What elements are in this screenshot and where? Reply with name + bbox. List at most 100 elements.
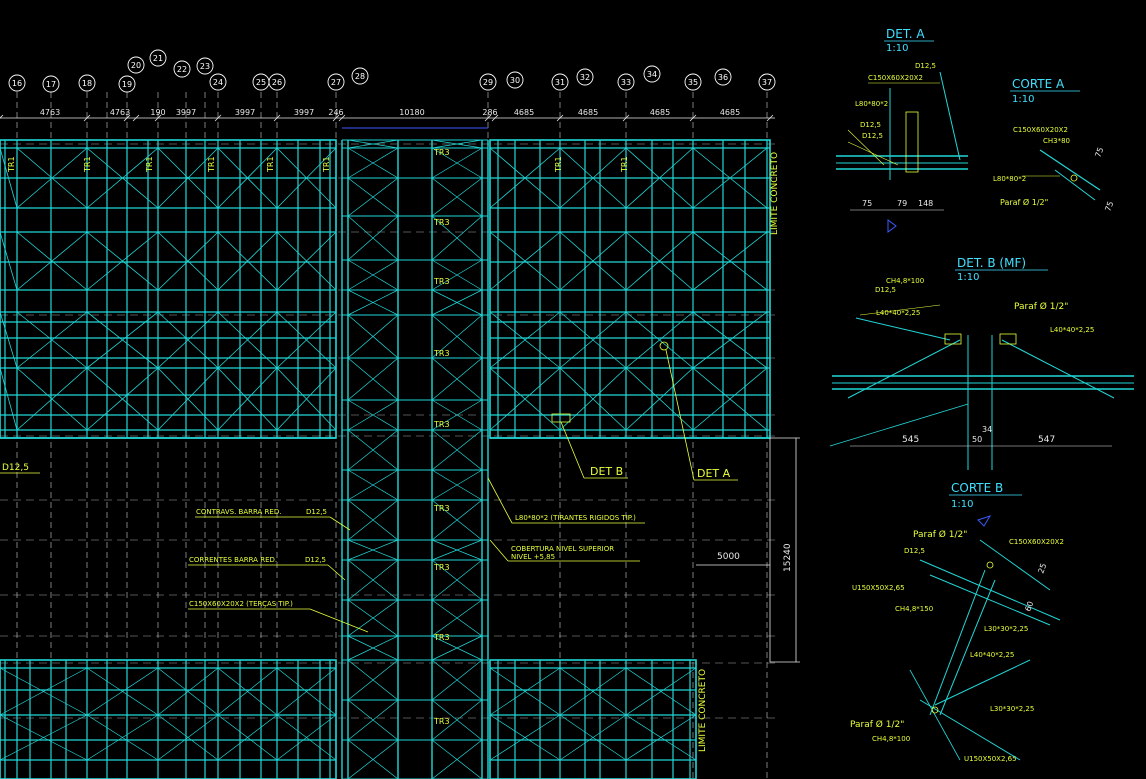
limite-concreto-label-top: LIMITE CONCRETO [770, 152, 780, 235]
bracing [489, 667, 561, 716]
grid-bubble [714, 68, 732, 86]
truss-label: TR1 [7, 156, 16, 173]
bracing [16, 147, 88, 209]
diag [347, 539, 399, 561]
truss-label-center: TR3 [433, 218, 450, 227]
grid-bubble [684, 73, 702, 91]
diag [347, 659, 399, 701]
c150-label: C150X60X20X2 (TERÇAS TIP.) [189, 600, 293, 608]
dim-value: 4763 [110, 108, 130, 117]
corte-b-label-9: Paraf Ø 1/2" [850, 719, 904, 730]
bracing [276, 231, 337, 291]
corte-b-label-8: L30*30*2,25 [990, 705, 1034, 713]
det-a-scale: 1:10 [886, 43, 908, 54]
truss-label: TR1 [207, 156, 216, 173]
grid-bubble [351, 67, 369, 85]
bracing [559, 714, 627, 761]
diag [347, 699, 399, 741]
dim-tick [622, 114, 630, 122]
bracing [625, 667, 697, 716]
steel-structure [0, 127, 771, 779]
truss-label-center: TR3 [433, 349, 450, 358]
grid-bubble-label: 32 [580, 73, 590, 82]
grid-bubble [118, 75, 136, 93]
dim-tick [123, 114, 131, 122]
diag [431, 739, 483, 779]
corte-b-label-5: CH4,8*150 [895, 605, 933, 613]
bracing [692, 311, 768, 369]
grid-bubble-label: 26 [272, 78, 282, 87]
det-a-label-3: L80*80*2 [855, 100, 888, 108]
bracing [157, 714, 219, 761]
cobertura-label: COBERTURA NIVEL SUPERIOR [511, 545, 614, 553]
bracing [0, 667, 88, 716]
grid-bubble-label: 18 [82, 79, 92, 88]
left-lower-block [0, 659, 337, 779]
diag [347, 259, 399, 291]
detail-b: DET. B (MF) 1:10 CH4,8*100 D12,5 L40*40*… [829, 256, 1134, 470]
grid-bubble-label: 33 [621, 78, 631, 87]
bracing [559, 667, 627, 716]
grid-bubble-label: 17 [46, 80, 56, 89]
det-b-title: DET. B (MF) [957, 256, 1026, 270]
contravs-label: CONTRAVS. BARRA RED. [196, 508, 281, 516]
diag [431, 659, 483, 701]
dim-tick [83, 114, 91, 122]
frame [0, 659, 337, 779]
diag [347, 739, 399, 779]
grid-bubble-label: 27 [331, 78, 341, 87]
bracing [276, 311, 337, 369]
grid-bubble-label: 34 [647, 70, 657, 79]
dim-value: 3997 [176, 108, 196, 117]
bracing [86, 147, 159, 209]
bracing [0, 714, 88, 761]
det-a-title: DET. A [886, 27, 925, 41]
dim-tick [154, 114, 162, 122]
truss-label-center: TR3 [433, 277, 450, 286]
section-b: CORTE B 1:10 Paraf Ø 1/2" C150X60X20X2 D… [850, 481, 1064, 763]
dim-value: 4685 [720, 108, 740, 117]
section-a: CORTE A 1:10 C150X60X20X2 CH3*80 L80*80*… [993, 77, 1115, 213]
det-b-label-2: D12,5 [875, 286, 896, 294]
dim-tick [273, 114, 281, 122]
corte-b-label-7: L40*40*2,25 [970, 651, 1014, 659]
diag [347, 289, 399, 316]
diag [431, 635, 483, 661]
diag [347, 599, 399, 637]
grid-bubble [268, 73, 286, 91]
dim-value: 3997 [235, 108, 255, 117]
det-a-label-5: D12,5 [862, 132, 883, 140]
dim-value: 4763 [40, 108, 60, 117]
dim-tick [556, 114, 564, 122]
dim-tick [484, 114, 492, 122]
bracing [157, 367, 219, 431]
det-a-label-1: D12,5 [915, 62, 936, 70]
diag [347, 429, 399, 471]
corte-b-label-6: L30*30*2,25 [984, 625, 1028, 633]
dim-15240: 15240 [783, 543, 793, 572]
grid-bubble [758, 73, 776, 91]
corte-a-label-4: Paraf Ø 1/2" [1000, 197, 1048, 207]
bracing [692, 147, 768, 209]
grid-bubble [149, 49, 167, 67]
bracing [489, 231, 561, 291]
grid-bubble [617, 73, 635, 91]
det-b-dim-3: 34 [982, 425, 992, 434]
diag [431, 139, 483, 149]
bracing [16, 367, 88, 431]
d12-left-label: D12,5 [2, 463, 29, 473]
bracing [157, 147, 219, 209]
truss-label-center: TR3 [433, 717, 450, 726]
corte-a-label-1: C150X60X20X2 [1013, 126, 1068, 134]
dim-value: 3997 [294, 108, 314, 117]
nivel-label: NIVEL +5,85 [511, 553, 555, 561]
diag [431, 699, 483, 741]
diag [431, 499, 483, 541]
bracing [157, 231, 219, 291]
diag [347, 559, 399, 601]
diag [431, 539, 483, 561]
diag [431, 399, 483, 431]
corte-b-label-2: C150X60X20X2 [1009, 538, 1064, 546]
bracing [489, 367, 561, 431]
corte-b-label-4: U150X50X2,65 [852, 584, 905, 592]
